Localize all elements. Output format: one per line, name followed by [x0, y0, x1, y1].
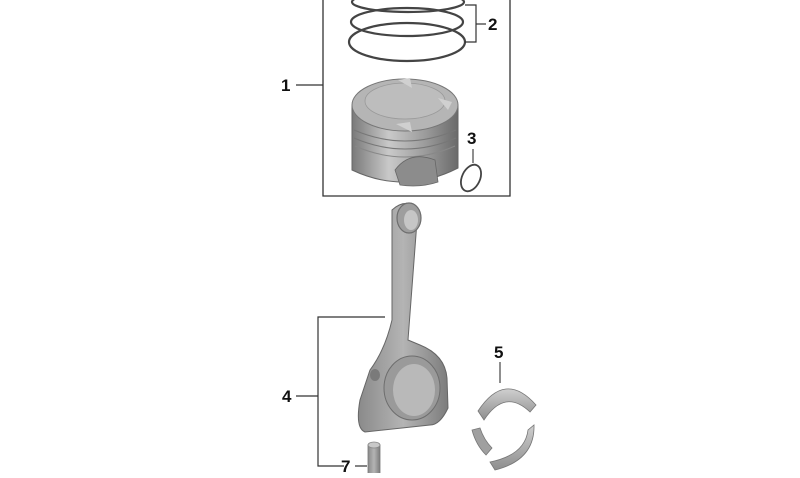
piston-rings — [347, 0, 467, 63]
callout-3: 3 — [467, 129, 477, 148]
callout-5: 5 — [494, 343, 504, 362]
callout-7: 7 — [341, 457, 351, 476]
rod-callout-bracket — [296, 316, 385, 467]
connecting-rod — [357, 202, 449, 433]
callout-1: 1 — [281, 76, 291, 95]
callout-2: 2 — [488, 15, 498, 34]
ring-bracket — [465, 4, 486, 43]
circlip — [460, 149, 482, 193]
piston — [351, 78, 459, 187]
piston-group-frame — [296, 0, 511, 197]
bearing-shells — [471, 362, 537, 471]
dowel-pin — [367, 441, 381, 476]
callout-4: 4 — [282, 387, 292, 406]
